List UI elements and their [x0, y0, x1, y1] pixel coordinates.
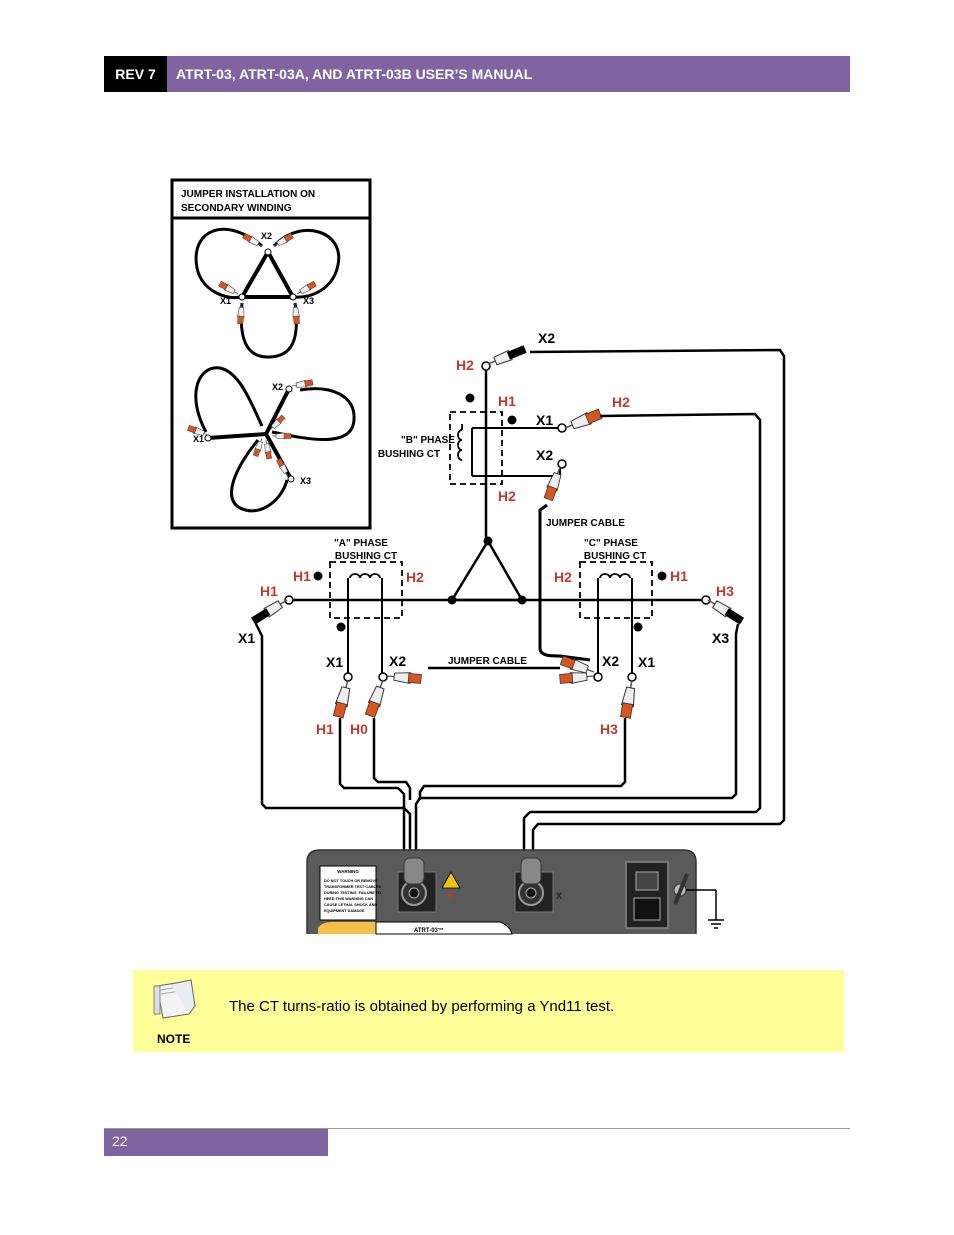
warning-line-3: DURING TESTING. FAILURE TO: [324, 891, 381, 895]
jumper-cable-label-2: JUMPER CABLE: [546, 518, 625, 529]
warning-line-5: CAUSE LETHAL SHOCK AND: [324, 903, 377, 907]
left-h1: H1: [260, 583, 278, 599]
b-phase-h1: H1: [498, 393, 516, 409]
inset-title-1: JUMPER INSTALLATION ON: [181, 189, 315, 200]
a-phase-h2: H2: [406, 569, 424, 585]
header-title: ATRT-03, ATRT-03A, AND ATRT-03B USER’S M…: [167, 56, 850, 92]
warning-title: WARNING: [337, 869, 359, 874]
inset-wye-x2: X2: [272, 382, 283, 392]
warning-line-4: HEED THIS WARNING CAN: [324, 897, 373, 901]
note-box: The CT turns-ratio is obtained by perfor…: [133, 970, 844, 1052]
c-phase-h2: H2: [554, 569, 572, 585]
b-phase-line2: BUSHING CT: [378, 449, 440, 460]
note-pad-icon: [151, 976, 199, 1029]
instrument-h-label: H: [447, 891, 454, 901]
header-rev: REV 7: [104, 56, 167, 92]
b-phase-x2: X2: [536, 447, 553, 463]
inset-wye-x1: X1: [193, 434, 204, 444]
bottom-h0: H0: [350, 721, 368, 737]
inset-wye-x3: X3: [300, 476, 311, 486]
a-phase-h1: H1: [293, 568, 311, 584]
b-phase-x1: X1: [536, 412, 553, 428]
a-phase-x2: X2: [389, 653, 406, 669]
bottom-h1: H1: [316, 721, 334, 737]
b-phase-line1: "B" PHASE: [401, 435, 455, 446]
inset-box: JUMPER INSTALLATION ON SECONDARY WINDING…: [170, 178, 372, 530]
warning-line-1: DO NOT TOUCH OR REMOVE: [324, 879, 378, 883]
bottom-h3: H3: [600, 721, 618, 737]
c-phase-line2: BUSHING CT: [584, 551, 646, 562]
inset-delta-x3: X3: [303, 296, 314, 306]
note-text: The CT turns-ratio is obtained by perfor…: [229, 998, 615, 1015]
warning-line-2: TRANSFORMER TEST CABLES: [324, 885, 381, 889]
instrument-panel: WARNING DO NOT TOUCH OR REMOVE TRANSFORM…: [306, 849, 724, 935]
b-right-h2: H2: [612, 394, 630, 410]
note-label: NOTE: [157, 1032, 191, 1046]
warning-line-6: EQUIPMENT DAMAGE: [324, 909, 365, 913]
right-h3: H3: [716, 583, 734, 599]
inset-delta-x1: X1: [220, 296, 231, 306]
top-h2: H2: [456, 357, 474, 373]
c-phase-x2: X2: [602, 653, 619, 669]
b-phase-h2: H2: [498, 488, 516, 504]
right-x3: X3: [712, 630, 729, 646]
a-phase-x1: X1: [326, 654, 343, 670]
left-x1: X1: [238, 630, 255, 646]
instrument-model: ATRT-03™: [414, 927, 444, 934]
c-phase-h1: H1: [670, 568, 688, 584]
a-phase-line1: "A" PHASE: [334, 538, 388, 549]
a-phase-line2: BUSHING CT: [335, 551, 397, 562]
main-diagram: "B" PHASE BUSHING CT H1 H2 X1 X2 "A" PHA…: [238, 330, 786, 935]
c-phase-line1: "C" PHASE: [584, 538, 638, 549]
inset-title-2: SECONDARY WINDING: [181, 203, 292, 214]
jumper-cable-label-1: JUMPER CABLE: [448, 656, 527, 667]
page-number: 22: [104, 1129, 328, 1156]
instrument-x-label: X: [556, 891, 562, 901]
top-x2: X2: [538, 330, 555, 346]
inset-delta-x2: X2: [261, 231, 272, 241]
c-phase-x1: X1: [638, 654, 655, 670]
footer-rule: [104, 1128, 850, 1129]
